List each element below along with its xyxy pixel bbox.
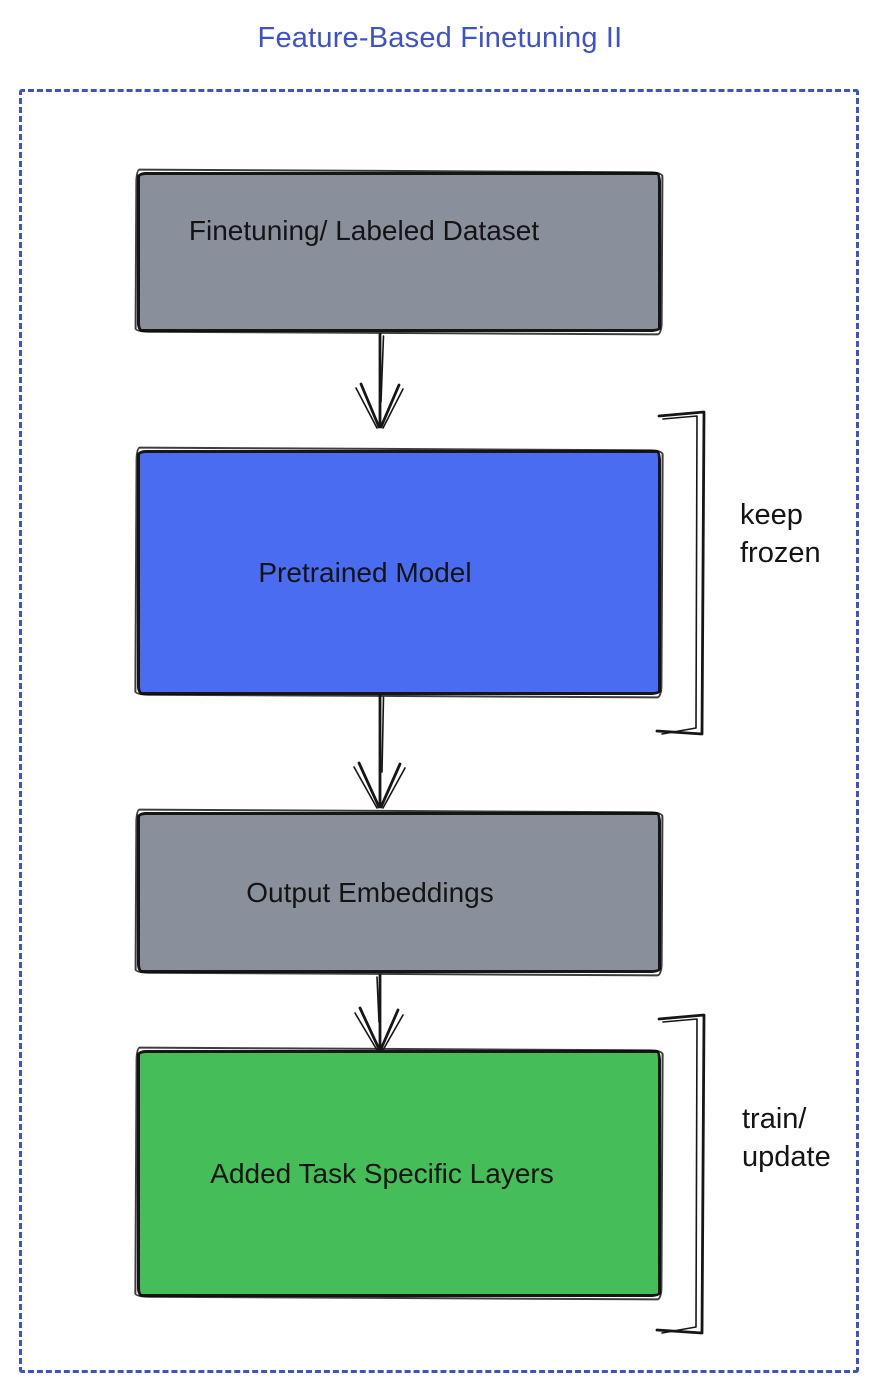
box-pretrained-model-label: Pretrained Model (258, 556, 472, 588)
box-added-task-specific-layers-label: Added Task Specific Layers (210, 1157, 554, 1189)
note-keep-frozen: keep frozen (740, 496, 821, 572)
dotted-frame (19, 89, 859, 1373)
box-output-embeddings: Output Embeddings (137, 812, 661, 973)
note-train-update: train/ update (742, 1100, 831, 1176)
box-pretrained-model: Pretrained Model (137, 450, 661, 695)
diagram-title: Feature-Based Finetuning II (257, 22, 623, 54)
box-output-embeddings-label: Output Embeddings (246, 876, 494, 908)
note-keep-frozen-line2: frozen (740, 537, 821, 569)
box-added-task-specific-layers: Added Task Specific Layers (137, 1050, 661, 1297)
note-train-update-line1: train/ (742, 1103, 807, 1135)
box-finetuning-labeled-dataset: Finetuning/ Labeled Dataset (137, 172, 661, 332)
box-finetuning-labeled-dataset-label: Finetuning/ Labeled Dataset (188, 215, 540, 246)
note-train-update-line2: update (742, 1141, 831, 1173)
note-keep-frozen-line1: keep (740, 499, 803, 531)
